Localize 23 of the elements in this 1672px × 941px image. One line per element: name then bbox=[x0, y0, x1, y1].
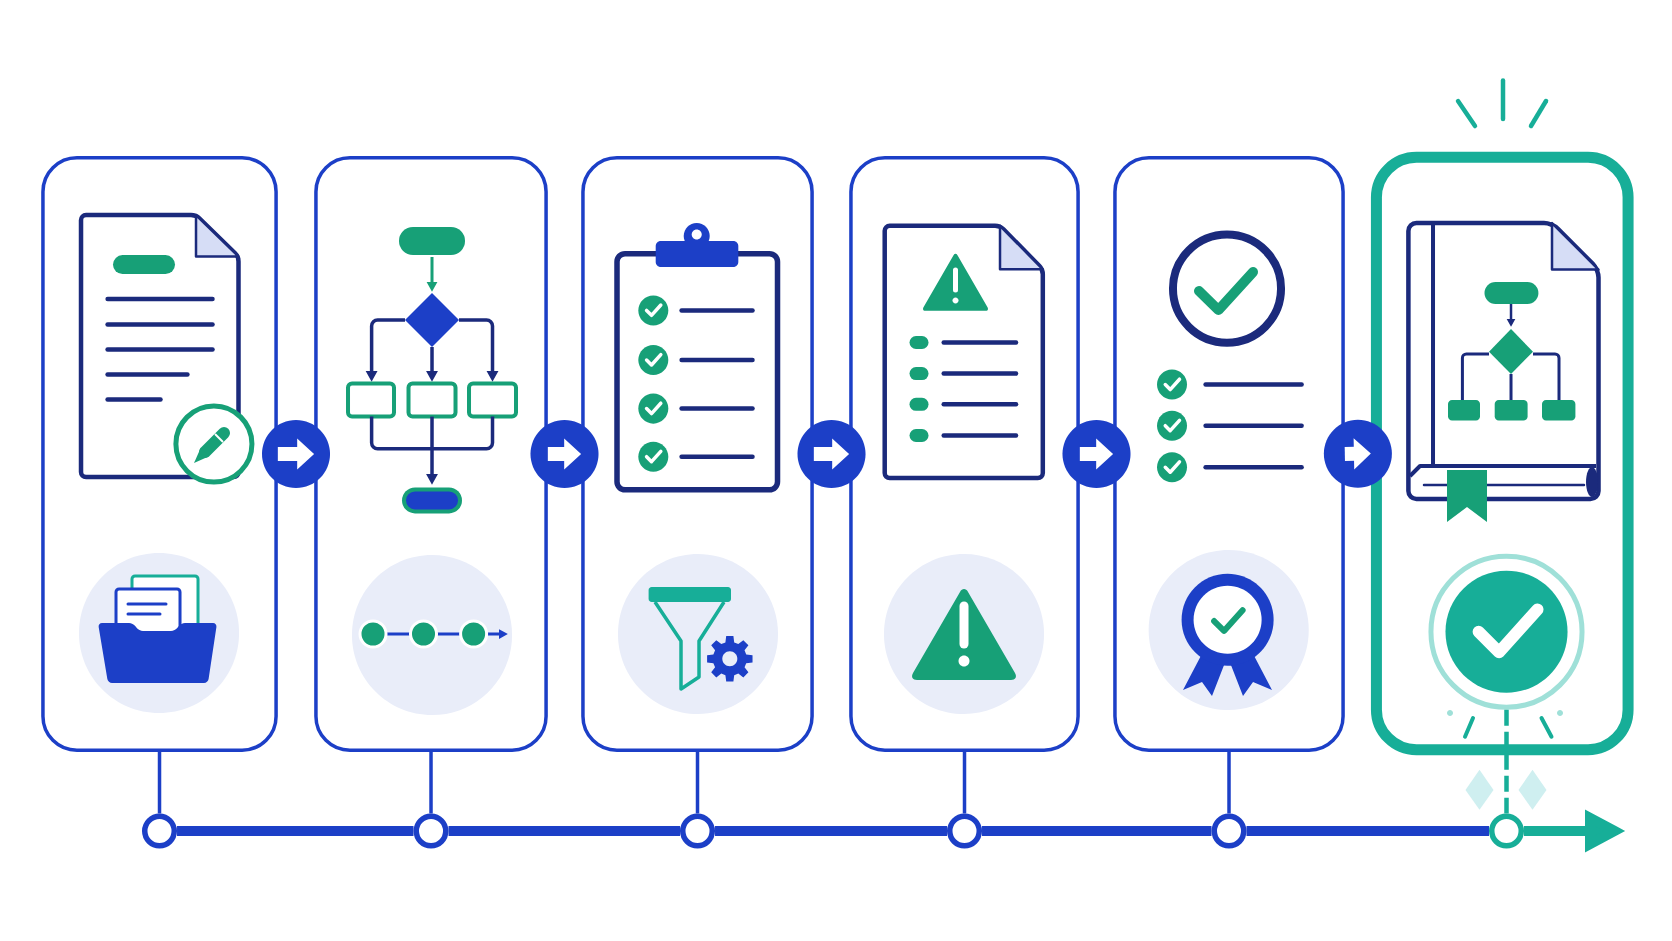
connector-line bbox=[1504, 709, 1509, 814]
timeline-line bbox=[448, 826, 680, 836]
timeline-line bbox=[1246, 826, 1489, 836]
timeline-line bbox=[982, 826, 1212, 836]
arrow-button bbox=[1062, 420, 1131, 489]
arrow-button bbox=[262, 420, 331, 489]
timeline-dot bbox=[1489, 813, 1524, 849]
arrow-button bbox=[530, 420, 599, 489]
timeline-dot bbox=[142, 813, 177, 849]
timeline-dot bbox=[1211, 813, 1247, 849]
connector-line bbox=[157, 751, 162, 814]
connector-line bbox=[1227, 751, 1231, 814]
timeline-dot bbox=[947, 813, 982, 849]
connector-line bbox=[429, 751, 433, 814]
check-badge bbox=[1428, 553, 1585, 710]
timeline-line bbox=[715, 826, 947, 836]
connector-line bbox=[695, 751, 700, 814]
connector-line bbox=[962, 751, 967, 814]
arrow-button bbox=[797, 420, 866, 489]
timeline-dot bbox=[680, 813, 715, 849]
arrow-button bbox=[1323, 419, 1392, 488]
timeline-dot bbox=[413, 813, 449, 849]
timeline-line bbox=[177, 826, 414, 836]
